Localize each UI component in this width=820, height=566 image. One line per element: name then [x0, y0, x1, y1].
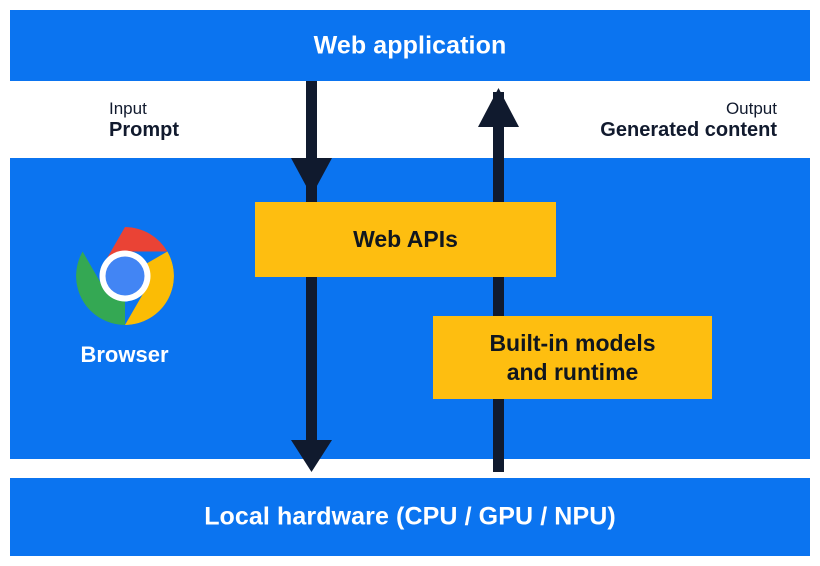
local-hardware-label: Local hardware (CPU / GPU / NPU)	[204, 502, 616, 531]
web-application-band: Web application	[10, 10, 810, 81]
web-application-label: Web application	[313, 31, 507, 59]
output-flow-label: Output Generated content	[600, 99, 777, 143]
chrome-logo-icon	[75, 227, 174, 325]
output-kind: Output	[725, 99, 777, 118]
built-in-models-line1: Built-in models	[489, 330, 656, 357]
input-value: Prompt	[109, 119, 179, 142]
web-apis-box: Web APIs	[255, 202, 556, 277]
built-in-models-label: Built-in models and runtime	[489, 329, 655, 385]
local-hardware-band: Local hardware (CPU / GPU / NPU)	[10, 478, 810, 556]
browser-label: Browser	[80, 342, 169, 367]
built-in-models-line2: and runtime	[506, 358, 639, 385]
web-apis-label: Web APIs	[353, 226, 458, 253]
input-flow-label: Input Prompt	[109, 99, 179, 143]
built-in-models-box: Built-in models and runtime	[433, 316, 712, 399]
output-value: Generated content	[600, 119, 777, 142]
browser-group: Browser	[57, 226, 192, 366]
input-kind: Input	[109, 99, 147, 118]
